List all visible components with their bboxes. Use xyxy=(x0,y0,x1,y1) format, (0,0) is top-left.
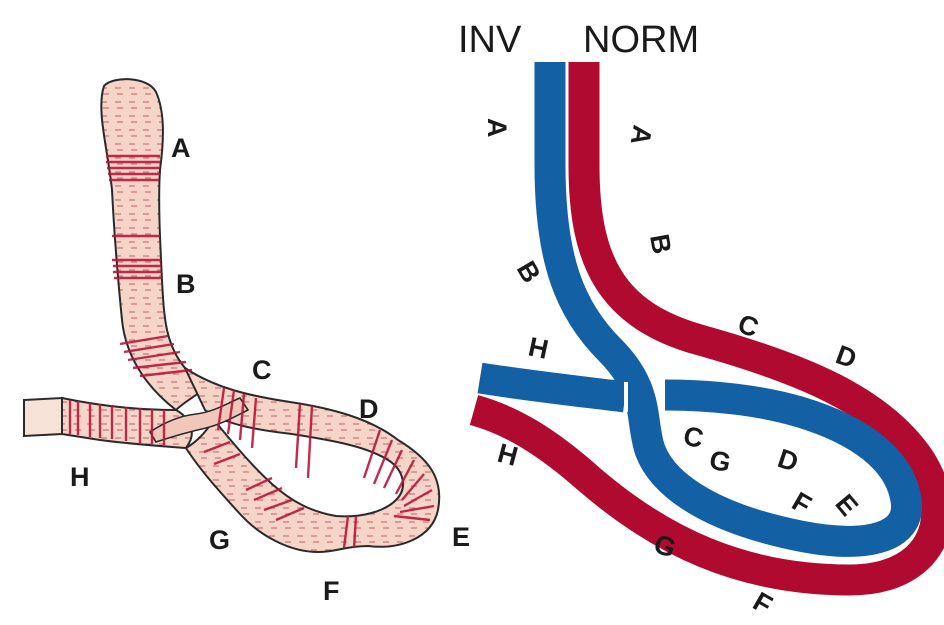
norm-label-b: B xyxy=(644,232,677,256)
upper-segment xyxy=(101,79,205,410)
norm-label-c: C xyxy=(734,308,763,343)
norm-label-d: D xyxy=(832,339,861,374)
left-label-a: A xyxy=(171,133,191,163)
norm-label-a: A xyxy=(625,123,658,147)
inv-label-b: B xyxy=(511,256,547,288)
inv-label-f: F xyxy=(787,486,816,520)
inv-label-a: A xyxy=(482,118,512,138)
left-label-c: C xyxy=(252,355,272,385)
left-label-f: F xyxy=(323,576,340,606)
inv-label-g: G xyxy=(707,445,734,479)
intestine-body xyxy=(62,79,439,552)
inverted-tube-h-end xyxy=(480,378,625,397)
left-label-d: D xyxy=(359,394,379,424)
header-inv: INV xyxy=(458,19,522,61)
norm-label-f: F xyxy=(748,586,777,620)
left-bowel-illustration: A B C D E F G H xyxy=(24,79,470,606)
inv-label-d: D xyxy=(774,443,802,478)
norm-label-h: H xyxy=(494,438,521,472)
inv-label-h: H xyxy=(526,332,551,365)
left-label-h: H xyxy=(70,462,90,492)
right-schematic: INV NORM A B H C G D F E A B C D H G F xyxy=(458,19,937,620)
incoming-bowel-segment xyxy=(24,398,62,436)
left-label-e: E xyxy=(452,522,470,552)
inv-label-c: C xyxy=(681,421,706,454)
left-label-g: G xyxy=(209,525,230,555)
inv-label-e: E xyxy=(829,489,864,522)
header-norm: NORM xyxy=(583,19,699,61)
left-label-b: B xyxy=(176,269,196,299)
